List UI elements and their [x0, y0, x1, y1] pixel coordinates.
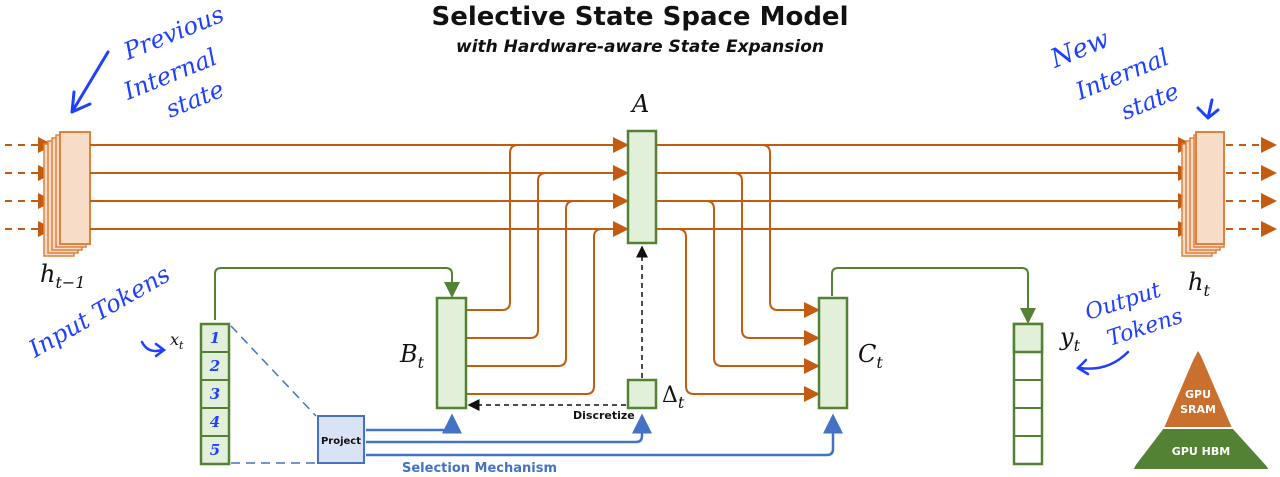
new-state-arrow [1196, 98, 1220, 120]
handwritten-annotations: Previous Internal state New Internal sta… [23, 0, 1220, 376]
input-tokens-arrow [140, 340, 167, 358]
h-prev-subscript: t−1 [55, 273, 85, 292]
delta-symbol: Δ [662, 383, 678, 408]
y-label: yt [1059, 323, 1081, 355]
projection-guides [230, 325, 317, 464]
new-state-stack [1181, 131, 1225, 257]
b-matrix-block [435, 296, 468, 410]
project-box [317, 415, 365, 464]
b-symbol: B [399, 340, 418, 368]
input-token: 1 [210, 329, 220, 347]
gpu-memory-pyramid: GPU SRAM GPU HBM [1130, 346, 1272, 471]
h-prev-label: ht−1 [40, 260, 85, 292]
h-prev-symbol: h [40, 260, 55, 288]
x-to-b-arrow [214, 267, 460, 320]
a-label: A [630, 90, 649, 118]
selection-mechanism-label: Selection Mechanism [402, 461, 557, 476]
h-new-label: ht [1188, 268, 1210, 300]
input-token: 5 [210, 441, 220, 459]
input-token: 3 [210, 385, 220, 403]
output-token-column [1012, 322, 1044, 466]
diagram-subtitle: with Hardware-aware State Expansion [455, 37, 825, 57]
delta-block [626, 378, 658, 410]
input-token-labels: 1 2 3 4 5 [209, 329, 220, 459]
c-symbol: C [858, 340, 876, 368]
c-subscript: t [876, 353, 883, 372]
outgoing-dashed-lines [1226, 137, 1277, 237]
prev-state-arrow [70, 50, 110, 114]
c-matrix-block [817, 296, 849, 410]
input-token-column [199, 322, 231, 466]
pyramid-hbm-label: GPU HBM [1172, 445, 1230, 458]
x-subscript: t [179, 339, 184, 352]
h-new-symbol: h [1188, 268, 1203, 296]
b-label: Bt [399, 340, 425, 372]
c-label: Ct [858, 340, 883, 372]
x-label: xt [170, 330, 184, 352]
selection-arrows [366, 413, 843, 457]
c-to-y-arrow [831, 267, 1036, 324]
discretize-label: Discretize [573, 409, 635, 422]
y-subscript: t [1074, 336, 1081, 355]
input-token: 2 [209, 357, 220, 375]
delta-label: Δt [662, 383, 685, 412]
diagram-title: Selective State Space Model [431, 2, 849, 32]
state-to-c-lines [657, 144, 820, 402]
a-matrix-block [626, 129, 658, 245]
pyramid-sram-line2: SRAM [1180, 403, 1216, 416]
b-subscript: t [418, 353, 425, 372]
previous-state-stack [43, 131, 91, 257]
output-tokens-arrow [1075, 350, 1130, 376]
b-to-state-lines [466, 144, 603, 395]
y-symbol: y [1059, 323, 1074, 351]
x-symbol: x [170, 330, 179, 349]
delta-subscript: t [678, 393, 685, 412]
pyramid-sram-line1: GPU [1185, 388, 1211, 401]
h-new-subscript: t [1203, 281, 1210, 300]
input-token: 4 [210, 413, 220, 431]
project-label: Project [321, 436, 361, 447]
